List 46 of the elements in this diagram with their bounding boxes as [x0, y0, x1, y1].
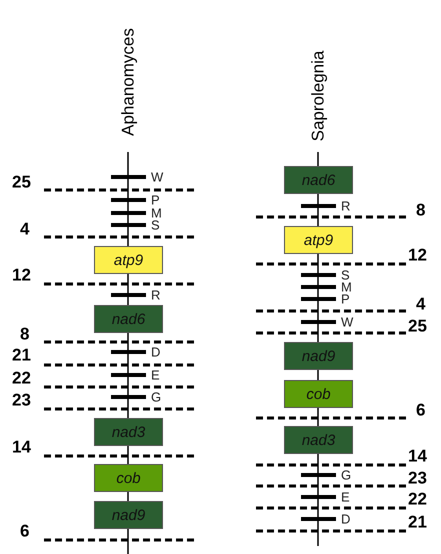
distance-number: 14 — [408, 448, 427, 464]
distance-number: 8 — [20, 326, 30, 342]
column-title: Aphanomyces — [120, 28, 136, 136]
gene-box: nad9 — [94, 501, 163, 529]
distance-number: 4 — [20, 220, 30, 238]
distance-number: 21 — [408, 514, 427, 530]
gene-box: cob — [284, 380, 353, 408]
gene-box: atp9 — [284, 226, 353, 254]
trna-label: R — [151, 288, 160, 302]
gene-box: nad6 — [94, 305, 163, 333]
distance-number: 12 — [12, 266, 31, 284]
gene-box: nad9 — [284, 342, 353, 370]
trna-label: G — [341, 468, 352, 482]
gene-box: nad6 — [284, 166, 353, 194]
trna-label: P — [151, 194, 160, 206]
distance-number: 22 — [12, 370, 31, 386]
trna-label: M — [341, 280, 352, 294]
distance-number: 22 — [408, 490, 427, 508]
trna-label: W — [341, 316, 354, 328]
trna-label: G — [151, 390, 162, 404]
trna-label: E — [151, 368, 160, 382]
distance-number: 6 — [416, 402, 426, 418]
gene-box: nad3 — [94, 418, 163, 446]
gene-box: cob — [94, 464, 163, 492]
trna-label: S — [341, 268, 350, 282]
trna-label: E — [341, 490, 350, 504]
distance-number: 12 — [408, 246, 427, 264]
distance-number: 23 — [408, 470, 427, 486]
trna-label: R — [341, 200, 350, 212]
trna-label: P — [341, 292, 350, 306]
distance-number: 8 — [416, 202, 426, 218]
gene-box: nad3 — [284, 426, 353, 454]
column-title: Saprolegnia — [310, 50, 326, 142]
distance-number: 21 — [12, 346, 31, 364]
trna-label: D — [151, 346, 160, 358]
trna-label: S — [151, 218, 160, 232]
distance-number: 6 — [20, 522, 30, 540]
distance-number: 25 — [12, 174, 31, 190]
distance-number: 4 — [416, 296, 426, 312]
distance-number: 23 — [12, 392, 31, 408]
trna-label: D — [341, 512, 350, 526]
gene-box: atp9 — [94, 246, 163, 274]
trna-label: W — [151, 170, 164, 184]
distance-number: 14 — [12, 438, 31, 456]
trna-label: M — [151, 206, 162, 220]
distance-number: 25 — [408, 318, 427, 334]
